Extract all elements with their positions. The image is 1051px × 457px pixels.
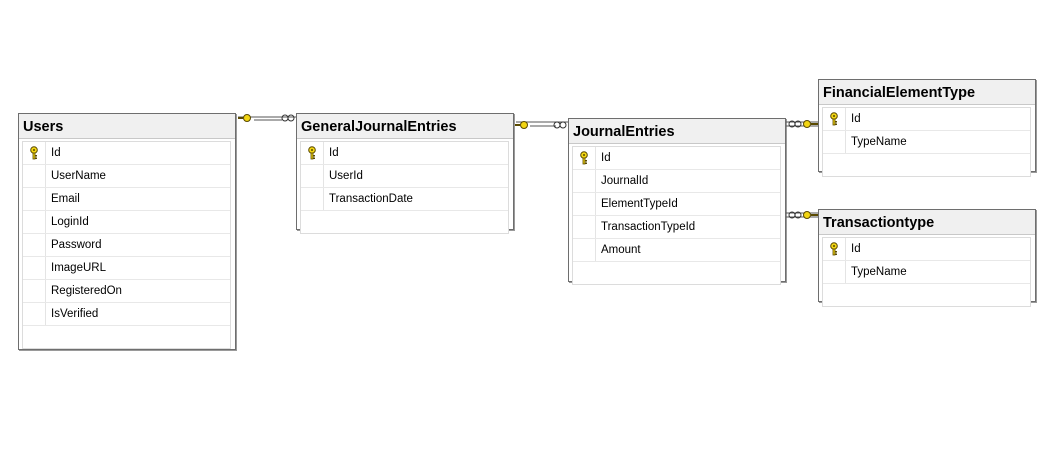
infinity-endpoint-icon <box>788 211 802 219</box>
row-selector <box>823 261 846 283</box>
row-selector <box>301 188 324 210</box>
row-selector <box>23 234 46 256</box>
column-name: LoginId <box>51 216 89 228</box>
column-row[interactable]: TransactionDate <box>301 188 508 211</box>
table-title: Transactiontype <box>819 210 1035 235</box>
column-row[interactable]: ImageURL <box>23 257 230 280</box>
row-selector <box>573 170 596 192</box>
key-endpoint-icon <box>803 120 818 128</box>
row-selector <box>573 193 596 215</box>
infinity-endpoint-icon <box>281 114 295 122</box>
table-general-journal-entries[interactable]: GeneralJournalEntries Id UserId Transact… <box>296 113 514 234</box>
row-selector <box>823 238 846 260</box>
relationship-users-general-journal-entries[interactable] <box>238 114 296 122</box>
column-list: Id UserName Email LoginId Password Image… <box>22 141 231 349</box>
column-row[interactable]: TypeName <box>823 261 1030 284</box>
column-row[interactable]: UserId <box>301 165 508 188</box>
column-name: Email <box>51 193 80 205</box>
row-selector <box>573 147 596 169</box>
column-row[interactable]: Email <box>23 188 230 211</box>
column-row[interactable]: RegisteredOn <box>23 280 230 303</box>
column-name: Id <box>601 152 611 164</box>
column-row[interactable]: ElementTypeId <box>573 193 780 216</box>
column-row-id[interactable]: Id <box>573 147 780 170</box>
key-endpoint-icon <box>515 121 528 129</box>
empty-row[interactable] <box>823 284 1030 306</box>
table-users[interactable]: Users Id UserName Email LoginId Password… <box>18 113 236 350</box>
column-row[interactable]: JournalId <box>573 170 780 193</box>
column-name: Id <box>329 147 339 159</box>
row-selector <box>23 257 46 279</box>
column-name: Id <box>51 147 61 159</box>
column-row[interactable]: Amount <box>573 239 780 262</box>
column-row[interactable]: Password <box>23 234 230 257</box>
column-name: UserId <box>329 170 363 182</box>
column-name: JournalId <box>601 175 649 187</box>
row-selector <box>23 165 46 187</box>
primary-key-icon <box>580 151 588 165</box>
column-name: Amount <box>601 244 641 256</box>
row-selector <box>823 108 846 130</box>
relationship-journal-entries-transaction-type[interactable] <box>786 211 818 219</box>
column-row-id[interactable]: Id <box>823 108 1030 131</box>
column-name: TransactionDate <box>329 193 413 205</box>
column-name: TransactionTypeId <box>601 221 696 233</box>
column-row-id[interactable]: Id <box>823 238 1030 261</box>
table-title: FinancialElementType <box>819 80 1035 105</box>
column-name: Id <box>851 113 861 125</box>
row-selector <box>23 188 46 210</box>
column-name: TypeName <box>851 136 907 148</box>
column-list: Id JournalId ElementTypeId TransactionTy… <box>572 146 781 285</box>
column-list: Id UserId TransactionDate <box>300 141 509 234</box>
column-row-id[interactable]: Id <box>23 142 230 165</box>
column-row-id[interactable]: Id <box>301 142 508 165</box>
column-name: ElementTypeId <box>601 198 678 210</box>
empty-row[interactable] <box>823 154 1030 176</box>
row-selector <box>301 142 324 164</box>
empty-row[interactable] <box>23 326 230 348</box>
column-row[interactable]: TransactionTypeId <box>573 216 780 239</box>
infinity-endpoint-icon <box>788 120 802 128</box>
column-row[interactable]: UserName <box>23 165 230 188</box>
table-journal-entries[interactable]: JournalEntries Id JournalId ElementTypeI… <box>568 118 786 285</box>
row-selector <box>823 131 846 153</box>
column-name: IsVerified <box>51 308 99 320</box>
table-title: Users <box>19 114 235 139</box>
row-selector <box>573 239 596 261</box>
table-transaction-type[interactable]: Transactiontype Id TypeName <box>818 209 1036 307</box>
table-title: GeneralJournalEntries <box>297 114 513 139</box>
column-row[interactable]: LoginId <box>23 211 230 234</box>
column-name: TypeName <box>851 266 907 278</box>
row-selector <box>573 216 596 238</box>
key-endpoint-icon <box>238 114 251 122</box>
column-name: ImageURL <box>51 262 106 274</box>
primary-key-icon <box>308 146 316 160</box>
column-row[interactable]: IsVerified <box>23 303 230 326</box>
primary-key-icon <box>830 112 838 126</box>
column-name: Password <box>51 239 102 251</box>
row-selector <box>301 165 324 187</box>
row-selector <box>23 142 46 164</box>
row-selector <box>23 303 46 325</box>
column-name: Id <box>851 243 861 255</box>
column-name: UserName <box>51 170 106 182</box>
empty-row[interactable] <box>301 211 508 233</box>
primary-key-icon <box>830 242 838 256</box>
row-selector <box>23 280 46 302</box>
table-title: JournalEntries <box>569 119 785 144</box>
empty-row[interactable] <box>573 262 780 284</box>
column-row[interactable]: TypeName <box>823 131 1030 154</box>
key-endpoint-icon <box>803 211 818 219</box>
column-name: RegisteredOn <box>51 285 122 297</box>
column-list: Id TypeName <box>822 237 1031 307</box>
relationship-general-journal-entries-journal-entries[interactable] <box>515 121 568 129</box>
table-financial-element-type[interactable]: FinancialElementType Id TypeName <box>818 79 1036 177</box>
row-selector <box>23 211 46 233</box>
primary-key-icon <box>30 146 38 160</box>
infinity-endpoint-icon <box>553 121 567 129</box>
column-list: Id TypeName <box>822 107 1031 177</box>
relationship-journal-entries-financial-element-type[interactable] <box>786 120 818 128</box>
